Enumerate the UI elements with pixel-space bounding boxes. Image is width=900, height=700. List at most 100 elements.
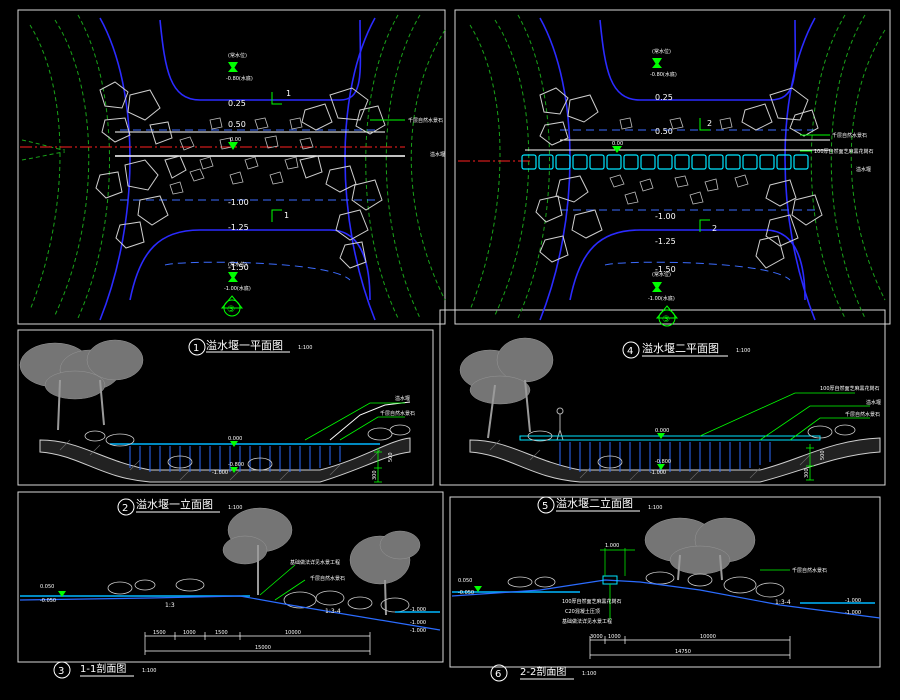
- plan1-section-mark-top: 1: [271, 89, 291, 105]
- plan1-dashed-contours: [120, 129, 380, 281]
- elev2-trunks: [487, 379, 531, 439]
- svg-text:1:100: 1:100: [298, 345, 312, 351]
- elev2-dim1: 500: [820, 450, 826, 460]
- elev1-dim2: 300: [372, 470, 378, 480]
- plan2-note-stone: 千层自然水景石: [832, 132, 867, 139]
- sect2-top-dim: [600, 548, 635, 576]
- sect2-level-right2: -1.000: [845, 610, 861, 616]
- elev2-note-weir: 溢水堰: [866, 399, 881, 406]
- plan1-contour-0.25: 0.25: [228, 99, 246, 108]
- plan1-gravel: [169, 117, 314, 195]
- elev1-level-top-marker: [230, 441, 238, 447]
- sect2-dim-1: 1000: [608, 634, 621, 640]
- sect2-rocks: [507, 571, 785, 598]
- sect1-dim-1: 1000: [183, 630, 196, 636]
- plan2-dashed-contours: [560, 129, 815, 281]
- sect2-note-2: C20混凝土压顶: [565, 608, 600, 615]
- plan1-section-mark-bottom: 1: [271, 209, 289, 222]
- plan1-note-weir: 溢水堰: [430, 151, 445, 158]
- sect1-level-left2: -0.050: [40, 598, 56, 604]
- frame-elev-2: [439, 309, 886, 486]
- plan2-contour--1.25: -1.25: [655, 237, 676, 246]
- sect2-dim-top: 1.000: [605, 543, 619, 549]
- sect2-trees: [644, 517, 756, 575]
- svg-text:1:100: 1:100: [736, 348, 750, 354]
- sect1-leader-2: [274, 579, 306, 601]
- plan2-north-arrow: ③: [655, 305, 679, 327]
- svg-text:1: 1: [284, 211, 289, 220]
- elev2-person: [556, 407, 564, 441]
- sect2-ground: [451, 579, 881, 619]
- title-elev-1: 2 溢水堰一立面图 1:100: [117, 497, 242, 516]
- sect1-level-right: -1.000: [410, 607, 426, 613]
- elev2-level-mid: -0.800: [655, 459, 671, 465]
- svg-text:4: 4: [627, 346, 633, 357]
- frame-elev-1: [17, 329, 434, 486]
- svg-text:1:100: 1:100: [142, 668, 156, 674]
- sect1-level-left: 0.050: [40, 584, 54, 590]
- elev1-trunks: [57, 379, 105, 431]
- elev2-deck: [519, 435, 821, 441]
- elev2-rocks: [527, 424, 856, 469]
- sect1-dimension-chain: [144, 632, 371, 655]
- elev2-level-mid-marker: [657, 464, 665, 470]
- title-sect-1: 3 1-1剖面图 1:100: [53, 661, 156, 679]
- elev1-ground: [39, 437, 411, 483]
- sect2-level-right: -1.000: [845, 598, 861, 604]
- plan1-weir-level: 0.00: [230, 137, 241, 143]
- svg-text:2: 2: [122, 503, 128, 514]
- svg-text:(常水位): (常水位): [228, 261, 247, 268]
- plan1-contour--1.50: -1.50: [228, 263, 249, 272]
- sect1-trees: [222, 507, 421, 585]
- plan2-gravel: [609, 117, 749, 205]
- sect1-level-right3: -1.000: [410, 628, 426, 634]
- svg-text:-0.80(水底): -0.80(水底): [650, 71, 677, 78]
- plan-2: 0.25 0.50 -1.00 -1.25 -1.50 (常水位) -0.80(…: [458, 14, 886, 327]
- elev1-note-stone: 千层自然水景石: [380, 410, 415, 417]
- svg-text:(常水位): (常水位): [228, 52, 247, 59]
- plan2-level-marker-top: (常水位) -0.80(水底): [650, 48, 677, 78]
- elev2-ground: [469, 437, 881, 483]
- elevation-1: 溢水堰 千层自然水景石 0.000 -0.800 -1.000 500 300: [19, 339, 415, 483]
- svg-text:2-2剖面图: 2-2剖面图: [520, 665, 566, 678]
- svg-text:溢水堰一立面图: 溢水堰一立面图: [136, 497, 213, 511]
- elev2-note-deck: 100厚自然面芝麻黑花岗石: [820, 385, 880, 392]
- sect1-note-1: 基础做法详见水景工程: [290, 559, 340, 566]
- elev2-vertical-dim: [806, 444, 814, 481]
- sect1-trunks: [257, 545, 387, 616]
- plan2-section-mark-bottom: 2: [699, 219, 717, 233]
- plan1-contour--1.00: -1.00: [228, 198, 249, 207]
- elev2-level-low: -1.000: [650, 470, 666, 476]
- svg-text:③: ③: [662, 315, 670, 325]
- plan2-weir-level-marker: [612, 146, 622, 153]
- sect1-dim-total: 15000: [255, 645, 271, 651]
- sect2-level-left-marker: [474, 586, 482, 592]
- svg-text:1:100: 1:100: [648, 505, 662, 511]
- sect1-dim-2: 1500: [215, 630, 228, 636]
- sect2-dim-2: 10000: [700, 634, 716, 640]
- elev1-level-top: 0.000: [228, 436, 242, 442]
- drawing-frames: [17, 9, 891, 668]
- plan2-note-weir: 溢水堰: [856, 166, 871, 173]
- svg-text:2: 2: [712, 224, 717, 233]
- sect2-note-1: 100厚自然面芝麻黑花岗石: [562, 598, 622, 605]
- elev1-vertical-dim: [374, 448, 382, 483]
- elev2-trees: [459, 337, 554, 405]
- plan2-contour--1.00: -1.00: [655, 212, 676, 221]
- sect2-dim-total: 14750: [675, 649, 691, 655]
- frame-sect-2: [449, 496, 881, 668]
- elev2-leader-stone: [789, 417, 870, 441]
- plan1-level-marker-top: (常水位) -0.80(水底): [226, 52, 253, 82]
- sect1-slope-1: 1:3: [165, 602, 175, 609]
- plan2-contour-0.50: 0.50: [655, 127, 673, 136]
- frame-plan-1: [17, 9, 446, 325]
- svg-text:溢水堰二立面图: 溢水堰二立面图: [556, 496, 633, 510]
- sect2-dimension-chain: [589, 636, 791, 659]
- title-plan-1: 1 溢水堰一平面图 1:100: [188, 338, 312, 356]
- plan1-rocks: [95, 81, 386, 269]
- elev1-weir-pickets: [129, 446, 341, 472]
- elev1-level-low: -1.000: [212, 470, 228, 476]
- plan1-blue-contours: [99, 17, 376, 321]
- elev2-level-top-marker: [657, 433, 665, 439]
